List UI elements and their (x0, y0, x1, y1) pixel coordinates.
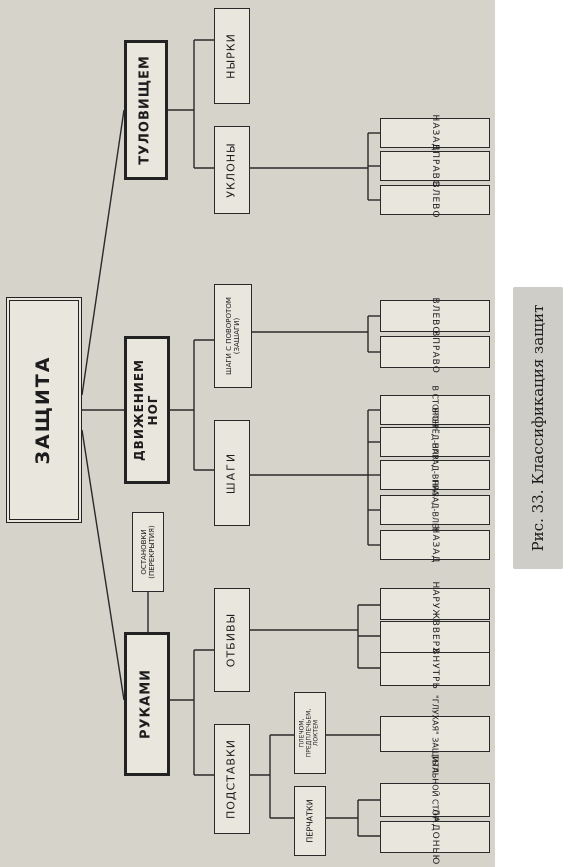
node-slip-right: ВПРАВО (380, 144, 490, 188)
node-slip-back: НАЗАД (380, 115, 490, 151)
node-deflections: ОТБИВЫ (214, 588, 250, 692)
figure-caption-box: Рис. 33. Классификация защит (513, 287, 563, 569)
node-legs-label: ДВИЖЕНИЕМ НОГ (132, 359, 160, 461)
node-ducks-label: НЫРКИ (224, 33, 238, 79)
diagram-sheet: ЗАЩИТА ТУЛОВИЩЕМ ДВИЖЕНИЕМ НОГ РУКАМИ ОС… (0, 0, 495, 867)
node-step-fwd-right: ВПЕРЁД-ВПРАВО (380, 407, 490, 477)
node-slips: УКЛОНЫ (214, 126, 250, 214)
node-gloves: ПЕРЧАТКИ (294, 786, 326, 856)
connector-lines (81, 39, 380, 837)
node-root-label: ЗАЩИТА (32, 355, 55, 465)
node-shoulder-label: ПЛЕЧОМ, ПРЕДПЛЕЧЬЕМ, ЛОКТЕМ (298, 708, 320, 758)
node-legs: ДВИЖЕНИЕМ НОГ (124, 336, 170, 484)
node-gloves-palm: ЛАДОНЬЮ (380, 809, 490, 865)
node-turn-left-label: ВЛЕВО (430, 297, 441, 335)
node-gloves-label: ПЕРЧАТКИ (305, 799, 315, 843)
node-turn-right: ВПРАВО (380, 330, 490, 374)
node-turning-steps-label: ШАГИ С ПОВОРОТОМ (ЗАШАГИ) (224, 297, 241, 375)
node-hidden-guard-label: "ГЛУХАЯ" ЗАЩИТА (430, 695, 440, 773)
node-step-back-label: НАЗАД (430, 526, 441, 564)
node-deflect-inside-label: ВНУТРЬ (430, 648, 441, 690)
node-hidden-guard: "ГЛУХАЯ" ЗАЩИТА (380, 695, 490, 773)
node-steps-label: ШАГИ (224, 451, 238, 495)
node-turning-steps: ШАГИ С ПОВОРОТОМ (ЗАШАГИ) (214, 284, 252, 388)
node-supports-label: ПОДСТАВКИ (224, 738, 238, 820)
node-step-back-left: НАЗАД-ВЛЕВО (380, 480, 490, 540)
node-step-back: НАЗАД (380, 527, 490, 563)
node-step-sideways: В СТОРОНЫ (380, 386, 490, 435)
node-deflect-inside: ВНУТРЬ (380, 648, 490, 690)
figure-caption: Рис. 33. Классификация защит (529, 304, 547, 552)
node-slip-left: ВЛЕВО (380, 182, 490, 218)
node-turn-left: ВЛЕВО (380, 297, 490, 335)
node-stops-label: ОСТАНОВКИ (ПЕРЕКРЫТИЯ) (139, 525, 156, 579)
node-deflect-out: НАРУЖУ (380, 581, 490, 627)
node-torso: ТУЛОВИЩЕМ (124, 40, 168, 180)
node-hands-label: РУКАМИ (138, 668, 154, 740)
node-supports: ПОДСТАВКИ (214, 724, 250, 834)
node-stops: ОСТАНОВКИ (ПЕРЕКРЫТИЯ) (132, 512, 164, 592)
node-turn-right-label: ВПРАВО (430, 330, 441, 374)
node-gloves-palm-label: ЛАДОНЬЮ (430, 808, 441, 866)
node-step-back-right: НАЗАД-ВПРАВО (380, 443, 490, 507)
node-torso-label: ТУЛОВИЩЕМ (137, 55, 153, 165)
node-shoulder: ПЛЕЧОМ, ПРЕДПЛЕЧЬЕМ, ЛОКТЕМ (294, 692, 326, 774)
node-root-defense: ЗАЩИТА (6, 297, 82, 523)
node-deflect-up: ВВЕРХ (380, 620, 490, 654)
node-hands: РУКАМИ (124, 632, 170, 776)
node-deflections-label: ОТБИВЫ (224, 612, 238, 668)
node-slip-left-label: ВЛЕВО (430, 181, 441, 219)
node-slips-label: УКЛОНЫ (224, 142, 238, 198)
node-gloves-back: ТЫЛЬНОЙ СТОРОНОЙ (380, 755, 490, 845)
node-ducks: НЫРКИ (214, 8, 250, 104)
node-steps: ШАГИ (214, 420, 250, 526)
